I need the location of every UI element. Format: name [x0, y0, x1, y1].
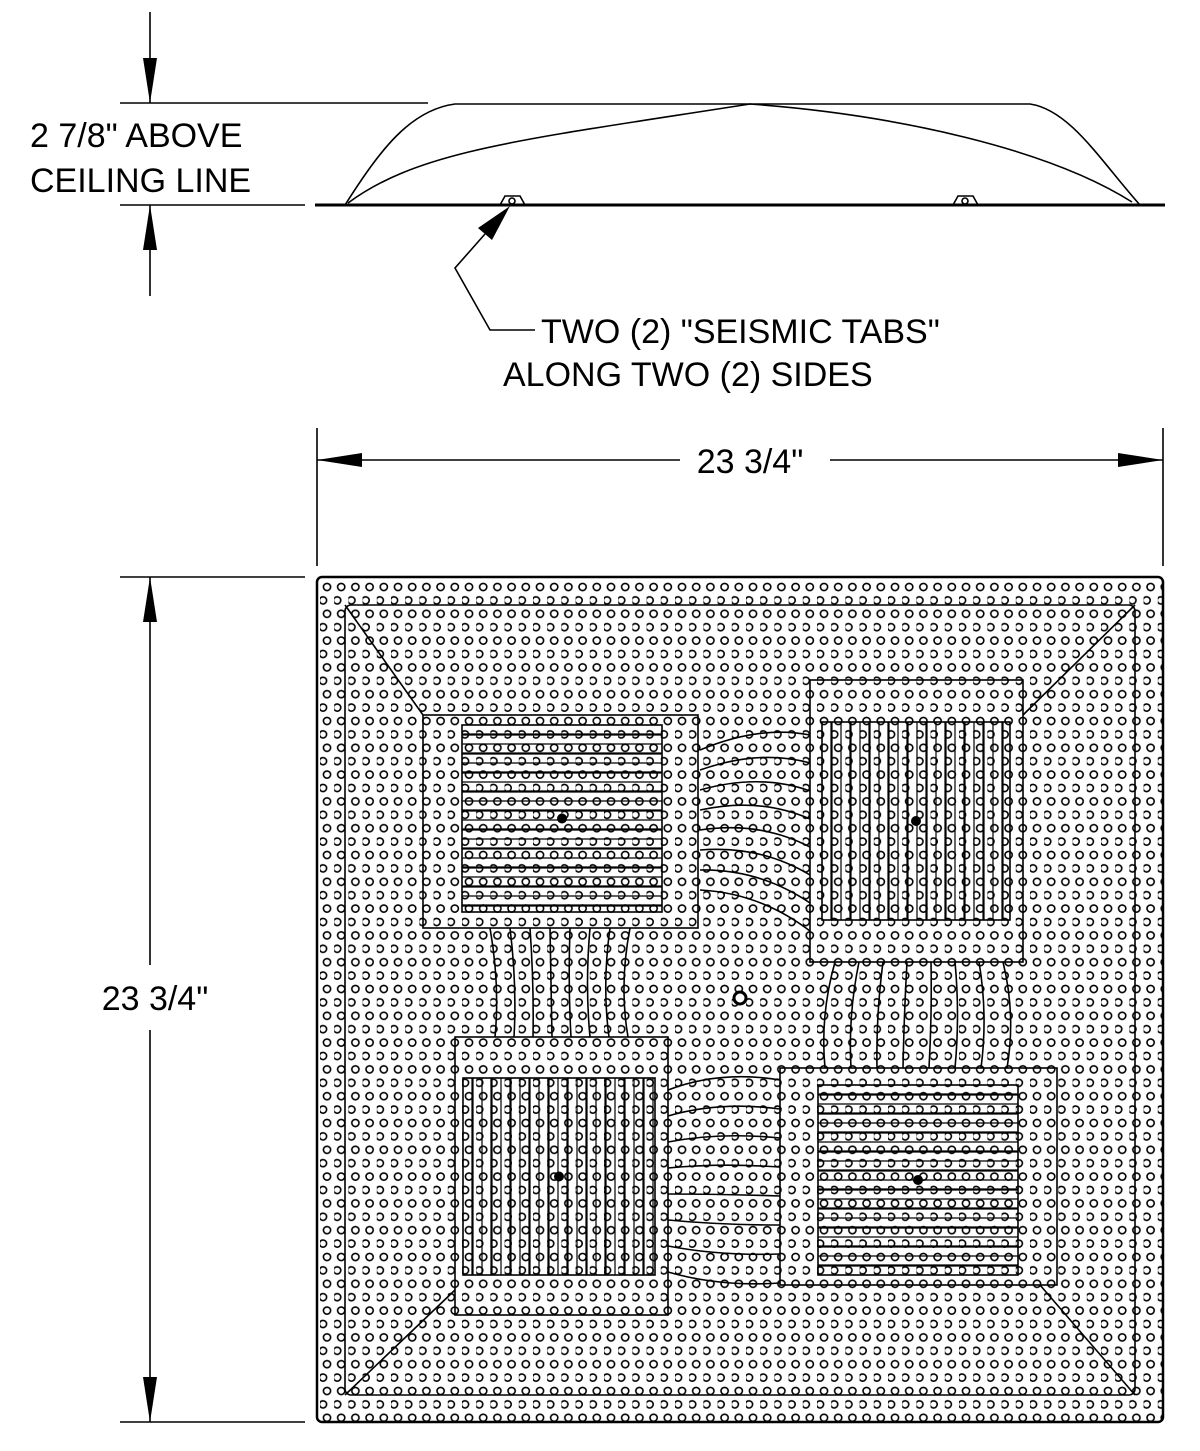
- leader-arrow-icon: [478, 206, 510, 240]
- flow-curve: [667, 1164, 781, 1169]
- flow-curve: [699, 756, 811, 771]
- module-outline: [422, 714, 699, 929]
- corner-diagonal: [1039, 1284, 1136, 1396]
- flow-curve: [667, 1193, 781, 1197]
- flow-curve: [699, 848, 811, 876]
- flow-curve: [509, 927, 516, 1038]
- flow-curve: [876, 961, 884, 1069]
- side-profile: 2 7/8" ABOVE CEILING LINE TWO (2) "SEISM…: [30, 12, 1165, 394]
- height-label: 23 3/4": [102, 980, 209, 1018]
- arrow-up-icon: [143, 577, 157, 622]
- flow-curve: [699, 804, 811, 820]
- flow-curve: [549, 927, 553, 1038]
- flow-curve: [699, 869, 811, 904]
- slot-area: [462, 1077, 656, 1276]
- arrow-down-icon: [143, 58, 157, 103]
- flow-curve: [822, 961, 836, 1069]
- height-label-line2: CEILING LINE: [30, 162, 251, 200]
- center-dot: [554, 1171, 564, 1182]
- module-outline: [809, 679, 1024, 963]
- width-dimension: 23 3/4": [316, 428, 1164, 566]
- seismic-tab-hole: [961, 197, 969, 205]
- module-top-left: [422, 714, 699, 929]
- flow-curve: [568, 927, 572, 1038]
- flow-curve: [667, 1075, 781, 1091]
- height-label-line1: 2 7/8" ABOVE: [30, 117, 242, 155]
- arrow-right-icon: [1118, 453, 1163, 467]
- module-outline: [779, 1067, 1058, 1286]
- width-label: 23 3/4": [697, 443, 804, 481]
- inner-border: [344, 604, 1136, 1396]
- arrow-up-icon: [143, 205, 157, 250]
- flow-curve: [667, 1271, 781, 1285]
- center-hole: [732, 990, 748, 1006]
- corner-diagonal: [1022, 604, 1136, 716]
- module-bottom-left: [454, 1036, 669, 1316]
- center-dot: [913, 1175, 923, 1185]
- module-outline: [454, 1036, 669, 1316]
- flow-curve: [699, 889, 811, 932]
- seismic-tab-hole: [508, 197, 516, 205]
- leader-line: [454, 233, 535, 331]
- flow-curve: [667, 1134, 781, 1143]
- arrow-down-icon: [143, 1377, 157, 1422]
- flow-curve: [699, 826, 811, 848]
- flow-curve: [667, 1245, 781, 1256]
- module-top-right: [809, 679, 1024, 963]
- tabs-note-line1: TWO (2) "SEISMIC TABS": [541, 313, 940, 351]
- flow-curve: [1002, 961, 1012, 1069]
- slot-area: [821, 721, 1011, 921]
- height-dimension: 23 3/4": [102, 576, 305, 1423]
- center-dot: [911, 816, 921, 826]
- flow-curve: [699, 780, 811, 792]
- flow-curve: [902, 961, 908, 1069]
- module-bottom-right: [779, 1067, 1058, 1286]
- flow-curve: [529, 927, 534, 1038]
- flow-curve: [667, 1105, 781, 1117]
- corner-diagonal: [344, 1289, 456, 1396]
- flow-curve: [623, 927, 631, 1038]
- flow-curve: [699, 731, 811, 751]
- corner-diagonal: [344, 604, 424, 716]
- seismic-tab-left: [499, 195, 526, 206]
- flow-curve: [489, 927, 498, 1038]
- tabs-note-line2: ALONG TWO (2) SIDES: [503, 356, 873, 394]
- flow-curves: [489, 731, 1012, 1285]
- plan-view: [315, 575, 1165, 1424]
- arrow-left-icon: [317, 453, 362, 467]
- flow-curve: [604, 927, 611, 1038]
- center-dot: [557, 813, 567, 824]
- flow-curve: [586, 927, 591, 1038]
- slot-area: [461, 724, 663, 913]
- flow-curve: [978, 961, 985, 1069]
- flow-curve: [667, 1219, 781, 1226]
- flow-curve: [954, 961, 959, 1069]
- dome-inner-curve: [347, 103, 1133, 204]
- flow-curve: [928, 961, 933, 1069]
- flow-curve: [849, 961, 860, 1069]
- dome-outline: [344, 103, 1141, 206]
- seismic-tab-right: [952, 195, 979, 206]
